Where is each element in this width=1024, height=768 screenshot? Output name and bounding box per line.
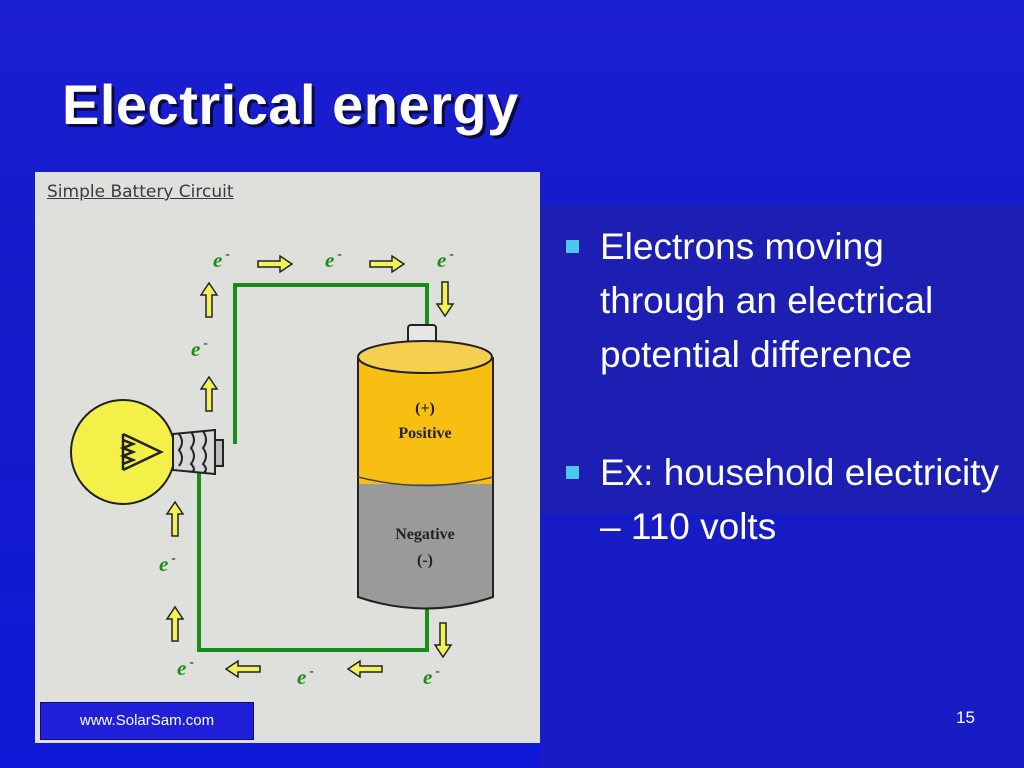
bulb-base [172,428,224,476]
electron-flow-arrow-icon [199,281,219,318]
battery-positive-label: Positive [398,425,451,442]
electron-label: e- [423,663,440,689]
electron-label: e- [177,654,194,680]
battery-negative-sign: (-) [417,552,433,569]
battery-negative-label: Negative [395,526,455,543]
flow-arrows [165,254,455,679]
electron-flow-arrow-icon [165,605,185,642]
light-bulb [70,399,224,505]
battery-outline [357,357,494,610]
bullet-text: Electrons moving through an electrical p… [600,226,934,375]
electron-label: e- [159,550,176,576]
electron-flow-arrow-icon [369,254,406,274]
electron-flow-arrow-icon [257,254,294,274]
circuit-wire [197,283,429,652]
electron-flow-arrow-icon [165,500,185,537]
electron-label: e- [213,246,230,272]
electron-label: e- [191,335,208,361]
bulb-filament [119,432,164,472]
background-band-lower [540,520,1024,768]
background-band [540,205,1024,515]
electron-flow-arrow-icon [199,375,219,412]
electron-flow-arrow-icon [433,622,453,659]
credit-link[interactable]: www.SolarSam.com [40,702,254,740]
page-number: 15 [956,708,975,727]
battery: (+) Positive Negative (-) [357,324,494,610]
bullet-item: Electrons moving through an electrical p… [566,220,1006,382]
figure-title: Simple Battery Circuit [47,182,234,202]
battery-divider [357,476,494,487]
bullet-item: Ex: household electricity – 110 volts [566,446,1006,554]
electron-label: e- [437,246,454,272]
battery-negative-half [358,484,493,609]
bullet-square-icon [566,240,579,253]
bullet-list: Electrons moving through an electrical p… [566,220,1006,554]
battery-top-cap [357,340,493,374]
electron-label: e- [297,663,314,689]
bullet-square-icon [566,466,579,479]
battery-positive-half [358,357,493,484]
bullet-text: Ex: household electricity – 110 volts [600,452,999,547]
slide-title: Electrical energy [62,73,519,136]
electron-flow-arrow-icon [224,659,261,679]
electron-flow-arrow-icon [346,659,383,679]
electron-label: e- [325,246,342,272]
electron-flow-arrow-icon [435,281,455,318]
battery-positive-sign: (+) [415,400,435,417]
battery-circuit-figure: Simple Battery Circuit (+) Positive Nega… [35,172,540,743]
circuit-diagram: (+) Positive Negative (-) e-e-e-e-e-e-e-… [70,246,494,689]
